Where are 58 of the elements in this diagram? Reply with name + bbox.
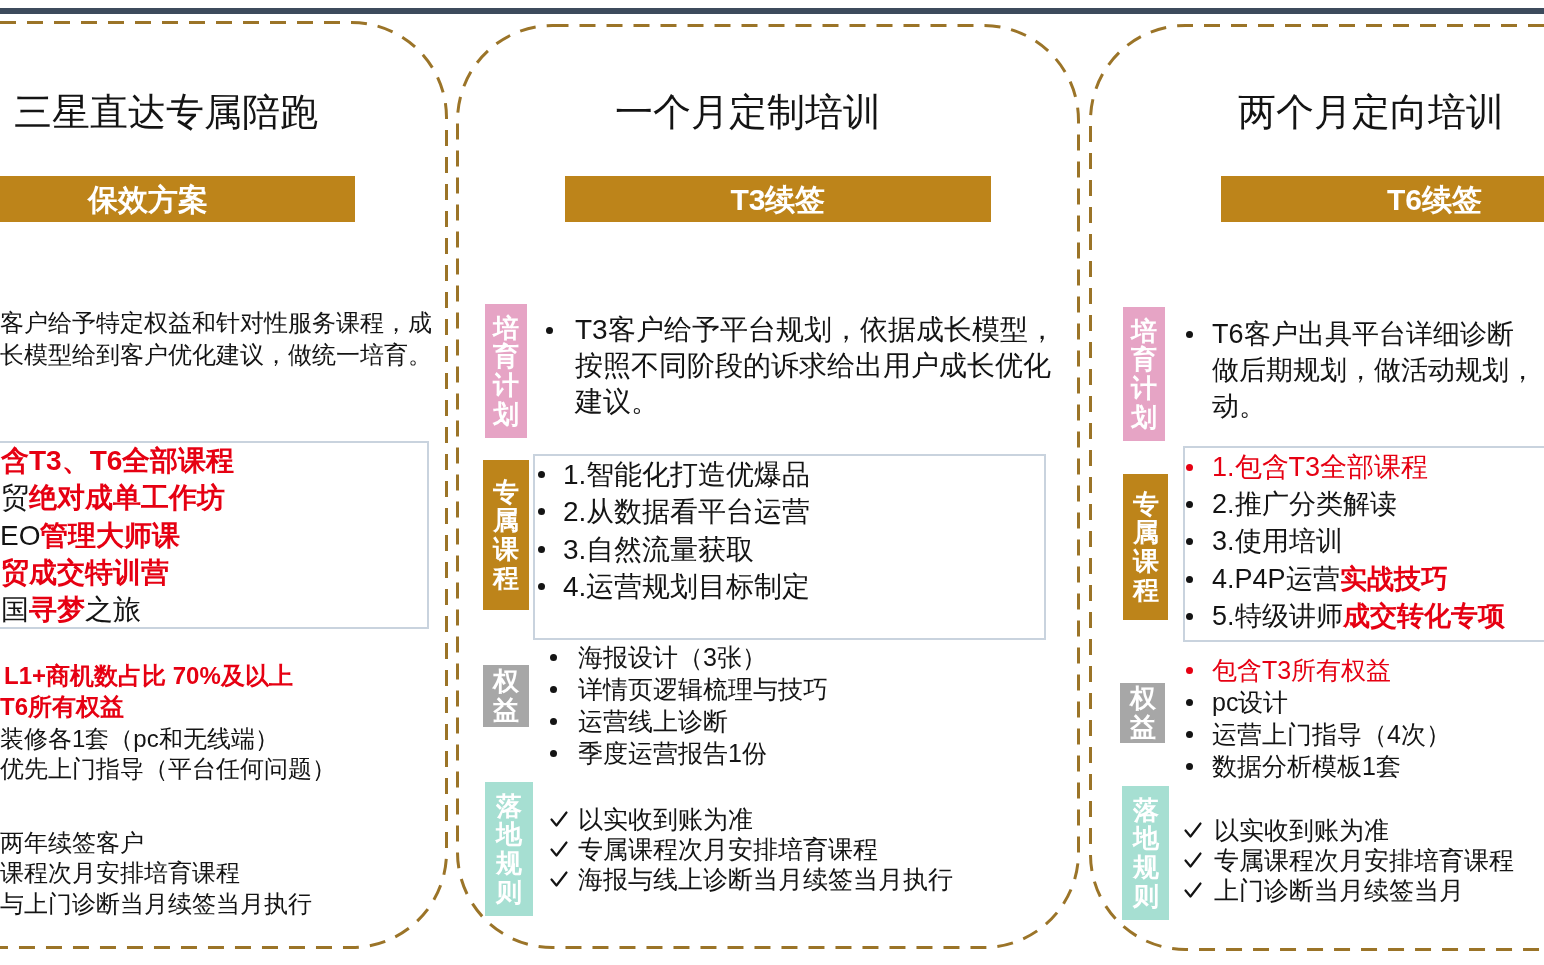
course-item-text: 国寻梦之旅 [1,593,141,627]
course-item-text: 2.推广分类解读 [1212,488,1397,521]
course-item-text: 3.使用培训 [1212,525,1343,558]
checklist-item-text: 上门诊断当月续签当月 [1214,875,1464,905]
description-text: T6客户出具平台详细诊断做后期规划，做活动规划，动。 [1212,318,1537,423]
course-item-text: 4.P4P运营实战技巧 [1212,563,1448,596]
course-list-box [1183,446,1544,642]
list-item-text: 运营上门指导（4次） [1212,719,1451,750]
section-tag: 权益 [483,665,529,727]
list-item-text: 与上门诊断当月续签当月执行 [0,889,312,919]
list-item-text: T6所有权益 [0,692,124,722]
description-text: 客户给予特定权益和针对性服务课程，成长模型给到客户优化建议，做统一培育。 [0,308,433,370]
checklist-item-text: 以实收到账为准 [1214,815,1389,845]
list-item-text: pc设计 [1212,687,1289,718]
list-item-text: 季度运营报告1份 [578,738,767,769]
checklist-item-text: 专属课程次月安排培育课程 [1214,845,1514,875]
section-tag: 专属课程 [1123,474,1168,620]
list-item-text: 课程次月安排培育课程 [0,858,240,888]
course-item-text: EO管理大师课 [0,519,181,553]
course-item-text: 1.包含T3全部课程 [1212,451,1429,484]
course-item-text: 1.智能化打造优爆品 [563,458,811,492]
panel-title: 一个月定制培训 [615,90,881,134]
section-tag: 落地规则 [1122,786,1169,920]
list-item-text: 详情页逻辑梳理与技巧 [578,674,828,705]
course-item-text: 贸绝对成单工作坊 [1,481,225,515]
section-tag: 培育计划 [1123,307,1165,441]
list-item-text: 包含T3所有权益 [1212,655,1392,686]
title-banner: 保效方案 [0,176,355,222]
course-item-text: 贸成交特训营 [1,556,169,590]
list-item-text: L1+商机数占比 70%及以上 [4,661,293,691]
checklist-item-text: 以实收到账为准 [578,804,753,834]
list-item-text: 装修各1套（pc和无线端） [0,724,279,754]
panel-title: 三星直达专属陪跑 [14,90,318,134]
course-item-text: 含T3、T6全部课程 [1,444,235,478]
list-item-text: 海报设计（3张） [578,642,767,673]
title-banner: T6续签 [1221,176,1544,222]
course-item-text: 2.从数据看平台运营 [563,495,811,529]
course-list-box [0,441,429,629]
course-item-text: 5.特级讲师成交转化专项 [1212,600,1505,633]
dashed-panel [0,21,448,949]
list-item-text: 优先上门指导（平台任何问题） [0,754,336,784]
course-list-box [533,454,1046,640]
course-item-text: 3.自然流量获取 [563,533,755,567]
checklist-item-text: 海报与线上诊断当月续签当月执行 [578,864,953,894]
description-text: T3客户给予平台规划，依据成长模型，按照不同阶段的诉求给出用户成长优化建议。 [575,313,1057,419]
panel-title: 两个月定向培训 [1238,90,1504,134]
section-tag: 落地规则 [485,782,533,916]
list-item-text: 数据分析模板1套 [1212,751,1401,782]
course-item-text: 4.运营规划目标制定 [563,570,811,604]
checklist-item-text: 专属课程次月安排培育课程 [578,834,878,864]
list-item-text: 运营线上诊断 [578,706,728,737]
dashed-panel [456,24,1080,949]
title-banner: T3续签 [565,176,991,222]
section-tag: 权益 [1120,683,1165,743]
list-item-text: 两年续签客户 [0,828,144,858]
dashed-panel [1089,24,1544,951]
section-tag: 专属课程 [483,460,529,610]
section-tag: 培育计划 [485,304,527,438]
